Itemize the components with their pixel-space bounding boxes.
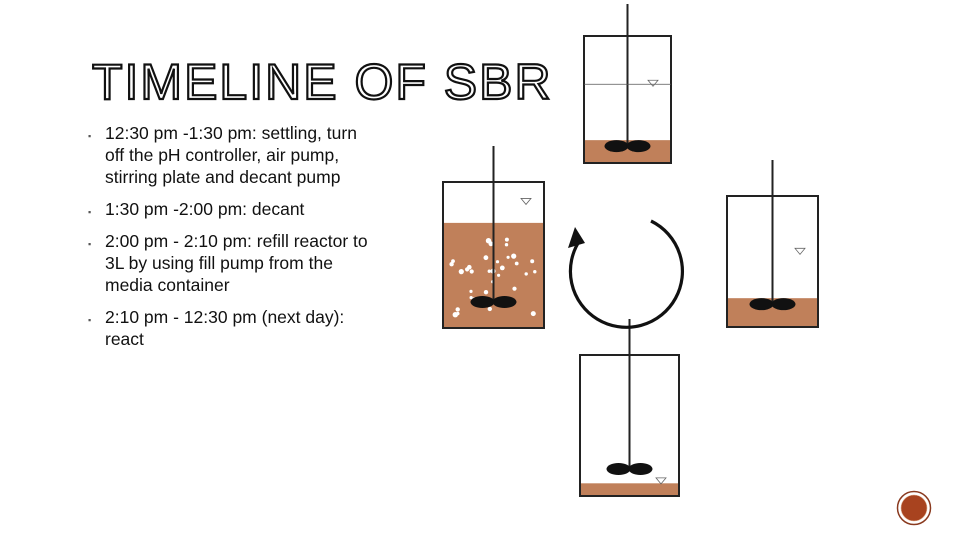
bullet-text: 12:30 pm -1:30 pm: settling, turn off th… bbox=[105, 123, 357, 187]
air-bubble bbox=[488, 241, 494, 247]
impeller-blade bbox=[492, 296, 517, 308]
air-bubble bbox=[504, 237, 509, 242]
air-bubble bbox=[512, 286, 517, 291]
logo-badge-icon bbox=[896, 490, 932, 526]
counterclockwise-arrow bbox=[568, 219, 685, 329]
reactor-decanted bbox=[579, 319, 680, 497]
air-bubble bbox=[469, 289, 473, 293]
air-bubble bbox=[497, 273, 501, 277]
air-bubble bbox=[487, 306, 492, 312]
reactor-settled-low bbox=[726, 160, 819, 328]
impeller-blade bbox=[749, 298, 774, 311]
air-bubble bbox=[511, 253, 517, 259]
air-bubble bbox=[483, 255, 489, 261]
bullet-marker: ▪ bbox=[88, 207, 92, 217]
air-bubble bbox=[514, 261, 519, 266]
air-bubble bbox=[483, 290, 489, 295]
air-bubble bbox=[530, 311, 536, 317]
reactor-group bbox=[442, 4, 819, 497]
impeller-blade bbox=[470, 296, 495, 308]
impeller-blade bbox=[628, 463, 653, 475]
bullet-text: 2:00 pm - 2:10 pm: refill reactor to 3L … bbox=[105, 231, 368, 295]
water-level-icon bbox=[520, 198, 532, 206]
bullet-text: 1:30 pm -2:00 pm: decant bbox=[105, 199, 305, 219]
air-bubble bbox=[487, 269, 491, 273]
air-bubble bbox=[504, 243, 509, 247]
impeller-blade bbox=[606, 463, 631, 475]
arrowhead-icon bbox=[568, 227, 585, 248]
bullet-list: ▪ 12:30 pm -1:30 pm: settling, turn off t… bbox=[88, 122, 378, 360]
impeller-blade bbox=[604, 140, 629, 153]
water-level-icon bbox=[655, 477, 667, 485]
air-bubble bbox=[499, 265, 505, 271]
bullet-marker: ▪ bbox=[88, 239, 92, 249]
air-bubble bbox=[467, 264, 472, 270]
air-bubble bbox=[533, 270, 537, 274]
air-bubble bbox=[530, 259, 535, 264]
bullet-text: 2:10 pm - 12:30 pm (next day): react bbox=[105, 307, 345, 349]
air-bubble bbox=[449, 262, 454, 267]
bullet-marker: ▪ bbox=[88, 131, 92, 141]
reactor-mixing bbox=[442, 146, 545, 329]
air-bubble bbox=[506, 255, 510, 259]
air-bubble bbox=[469, 269, 474, 274]
page-title: TIMELINE OF SBR bbox=[91, 53, 553, 111]
impeller-blade bbox=[771, 298, 796, 311]
bullet-item: ▪ 1:30 pm -2:00 pm: decant bbox=[88, 198, 378, 220]
air-bubble bbox=[524, 272, 528, 276]
water-level-icon bbox=[794, 247, 806, 255]
bullet-item: ▪ 12:30 pm -1:30 pm: settling, turn off t… bbox=[88, 122, 378, 188]
bullet-item: ▪ 2:10 pm - 12:30 pm (next day): react bbox=[88, 306, 378, 350]
air-bubble bbox=[456, 311, 460, 316]
impeller-blade bbox=[626, 140, 651, 153]
air-bubble bbox=[455, 307, 460, 312]
bullet-marker: ▪ bbox=[88, 315, 92, 325]
air-bubble bbox=[495, 260, 500, 264]
water-level-icon bbox=[647, 79, 659, 87]
reactor-liquid bbox=[580, 483, 679, 496]
air-bubble bbox=[458, 269, 464, 275]
bullet-item: ▪ 2:00 pm - 2:10 pm: refill reactor to 3L… bbox=[88, 230, 378, 296]
reactor-settled-full bbox=[583, 4, 672, 164]
